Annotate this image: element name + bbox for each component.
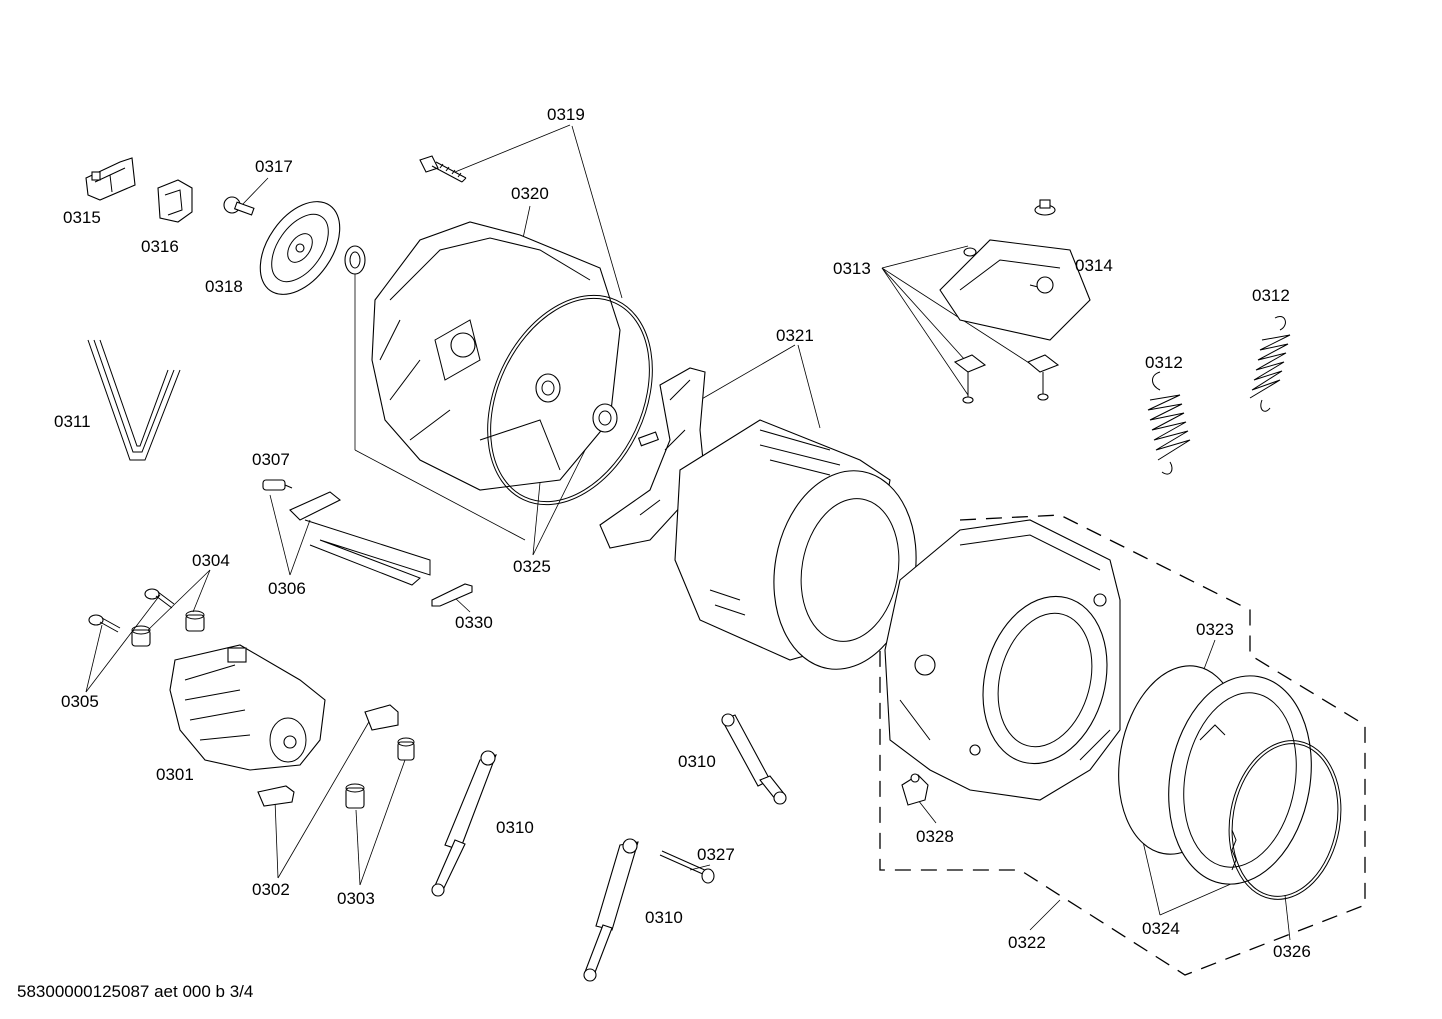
- part-0320-rear-tub: [371, 221, 621, 491]
- label-0311: 0311: [54, 412, 91, 431]
- label-0314: 0314: [1075, 256, 1113, 275]
- label-0305: 0305: [61, 692, 99, 711]
- document-id: 58300000125087 aet 000 b 3/4: [17, 982, 253, 1001]
- part-0314-plate: [939, 239, 1091, 341]
- label-0310-c: 0310: [678, 752, 716, 771]
- label-0303: 0303: [337, 889, 375, 908]
- part-0302-brush-a: [364, 704, 399, 731]
- label-0330: 0330: [455, 613, 493, 632]
- label-0326: 0326: [1273, 942, 1311, 961]
- part-0314-nut: [1034, 199, 1056, 216]
- label-0321: 0321: [776, 326, 814, 345]
- bearing-ring: [344, 245, 366, 275]
- part-0321-drum: [674, 419, 917, 670]
- part-0317-screw: [223, 196, 255, 216]
- label-0312-b: 0312: [1252, 286, 1290, 305]
- part-0302-brush-b: [257, 785, 295, 807]
- part-0325-tub-gasket-ring: [487, 294, 653, 506]
- label-0306: 0306: [268, 579, 306, 598]
- part-0311-belt: [87, 339, 181, 461]
- label-0307: 0307: [252, 450, 290, 469]
- label-0327: 0327: [697, 845, 735, 864]
- label-0315: 0315: [63, 208, 101, 227]
- label-0310-b: 0310: [645, 908, 683, 927]
- part-0316-clip: [157, 179, 193, 223]
- part-0310-shock-b: [583, 838, 639, 982]
- label-0323: 0323: [1196, 620, 1234, 639]
- part-0312-spring-a: [1147, 371, 1191, 475]
- label-0310-a: 0310: [496, 818, 534, 837]
- part-0328-fitting: [901, 773, 929, 806]
- part-0303-bushing-b: [345, 783, 365, 809]
- label-0320: 0320: [511, 184, 549, 203]
- label-0322: 0322: [1008, 933, 1046, 952]
- part-0304-bushing-a: [131, 625, 151, 647]
- part-0315-bracket: [85, 157, 136, 201]
- part-0310-shock-a: [431, 750, 497, 897]
- label-0316: 0316: [141, 237, 179, 256]
- label-0302: 0302: [252, 880, 290, 899]
- tub-front-group-outline: [879, 514, 1366, 976]
- part-0322-front-tub: [884, 519, 1121, 801]
- part-0305-screw-b: [144, 588, 175, 609]
- label-0313: 0313: [833, 259, 871, 278]
- label-0318: 0318: [205, 277, 243, 296]
- part-0327-bolt: [659, 850, 715, 884]
- part-0319-screw: [419, 155, 467, 183]
- part-0310-shock-c: [721, 713, 787, 805]
- label-0325: 0325: [513, 557, 551, 576]
- part-0325-bearings: [535, 373, 618, 433]
- part-0312-spring-b: [1249, 316, 1291, 412]
- label-0304: 0304: [192, 551, 230, 570]
- label-0324: 0324: [1142, 919, 1180, 938]
- label-0328: 0328: [916, 827, 954, 846]
- label-0317: 0317: [255, 157, 293, 176]
- part-0301-motor: [169, 644, 326, 771]
- label-0319: 0319: [547, 105, 585, 124]
- part-0313-hardware: [953, 247, 1060, 404]
- part-0324-door-seal: [1118, 665, 1312, 885]
- part-0304-bushing-b: [185, 610, 205, 632]
- part-0303-bushing-a: [397, 737, 415, 761]
- label-0301: 0301: [156, 765, 194, 784]
- part-0330-clip: [431, 583, 473, 607]
- part-0305-screw-a: [88, 614, 121, 633]
- part-0306-heater: [289, 491, 431, 586]
- label-0312-a: 0312: [1145, 353, 1183, 372]
- part-labels: 0319 0317 0320 0315 0316 0318 0313 0314 …: [54, 105, 1311, 961]
- part-0326-clamp-ring: [1228, 740, 1342, 900]
- part-0318-pulley: [259, 201, 341, 295]
- part-0307-sensor: [262, 479, 293, 491]
